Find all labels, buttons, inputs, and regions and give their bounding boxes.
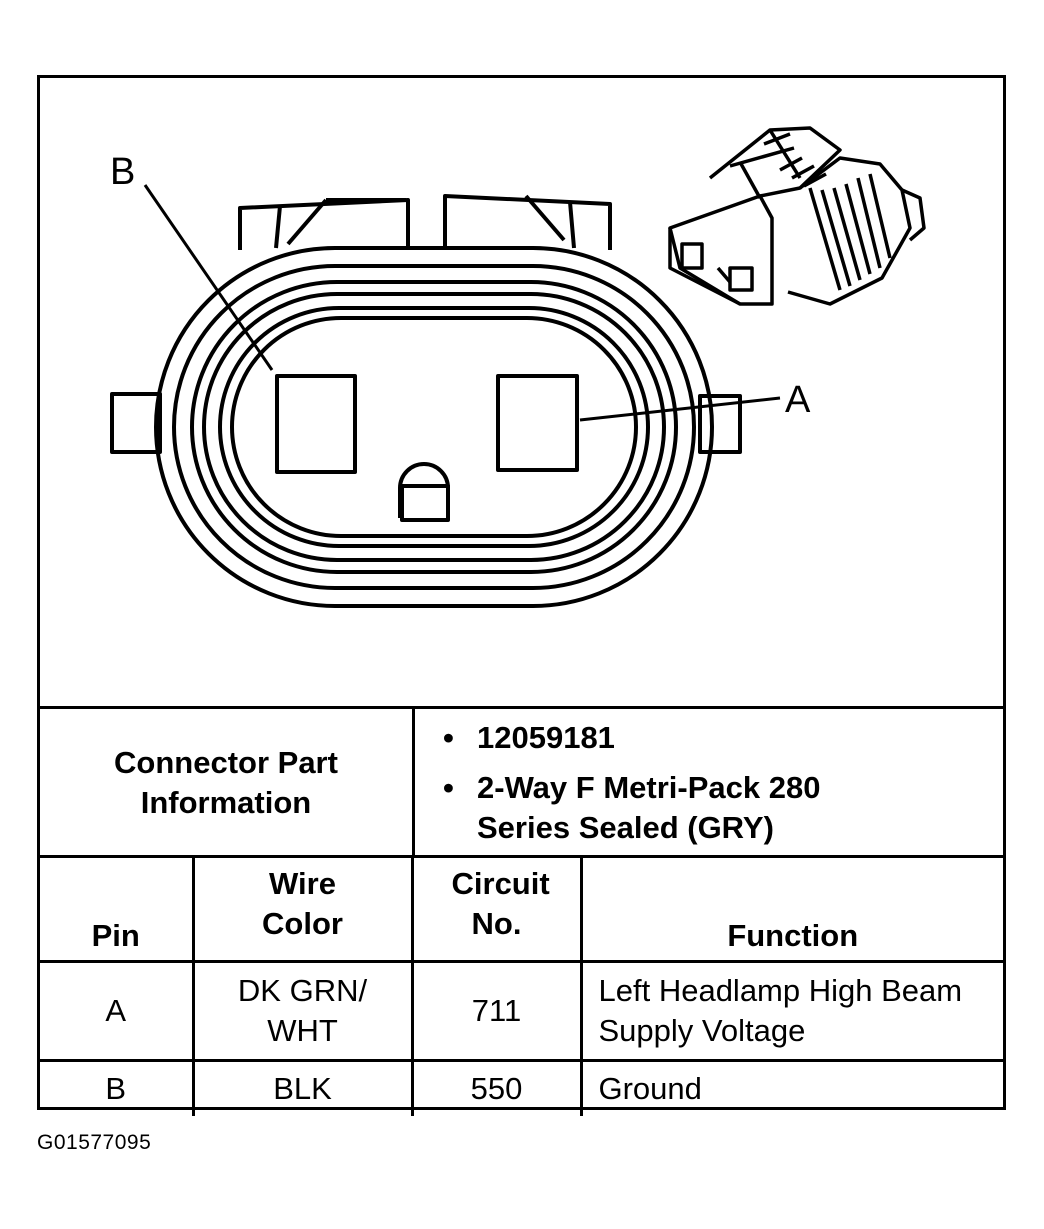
circuit-cell: 550 [410, 1059, 581, 1116]
side-ear-right [698, 394, 742, 454]
pin-a-cavity [496, 374, 579, 472]
connector-type: 2-Way F Metri-Pack 280 Series Sealed (GR… [443, 768, 897, 848]
locking-tab-left [238, 198, 410, 250]
pin-cell: A [40, 960, 193, 1061]
side-ear-left [110, 392, 162, 454]
connector-part-info-details: 12059181 2-Way F Metri-Pack 280 Series S… [412, 706, 1003, 857]
figure-id: G01577095 [37, 1131, 152, 1154]
pin-b-callout: B [110, 151, 135, 193]
table-row: A DK GRN/ WHT 711 Left Headlamp High Bea… [40, 960, 1003, 1061]
center-key [398, 462, 450, 522]
pin-cell: B [40, 1059, 193, 1116]
function-cell: Left Headlamp High Beam Supply Voltage [579, 960, 1003, 1061]
column-header-function: Function [579, 855, 1003, 962]
wire-color-cell: BLK [191, 1059, 412, 1116]
column-header-pin: Pin [40, 855, 193, 962]
pin-table: Pin Wire Color Circuit No. Function A DK… [40, 855, 1003, 1116]
column-header-circuit-no: Circuit No. [410, 855, 581, 962]
pin-b-leader [143, 184, 274, 371]
part-number: 12059181 [443, 718, 1003, 758]
connector-housing [154, 246, 714, 608]
locking-tab-right [443, 194, 612, 250]
pin-a-callout: A [785, 379, 811, 421]
table-row: B BLK 550 Ground [40, 1059, 1003, 1116]
pin-b-cavity [275, 374, 357, 474]
connector-illustration [668, 126, 926, 306]
pin-a-leader [579, 396, 781, 422]
connector-part-info-table: Connector Part Information 12059181 2-Wa… [40, 706, 1003, 857]
column-header-wire-color: Wire Color [191, 855, 412, 962]
connector-part-info-header: Connector Part Information [40, 706, 414, 857]
wire-color-cell: DK GRN/ WHT [191, 960, 412, 1061]
circuit-cell: 711 [410, 960, 581, 1061]
function-cell: Ground [579, 1059, 1003, 1116]
figure-frame: B A Connector Part Information 12059181 … [37, 75, 1006, 1116]
connector-diagram: B A [40, 78, 1003, 706]
